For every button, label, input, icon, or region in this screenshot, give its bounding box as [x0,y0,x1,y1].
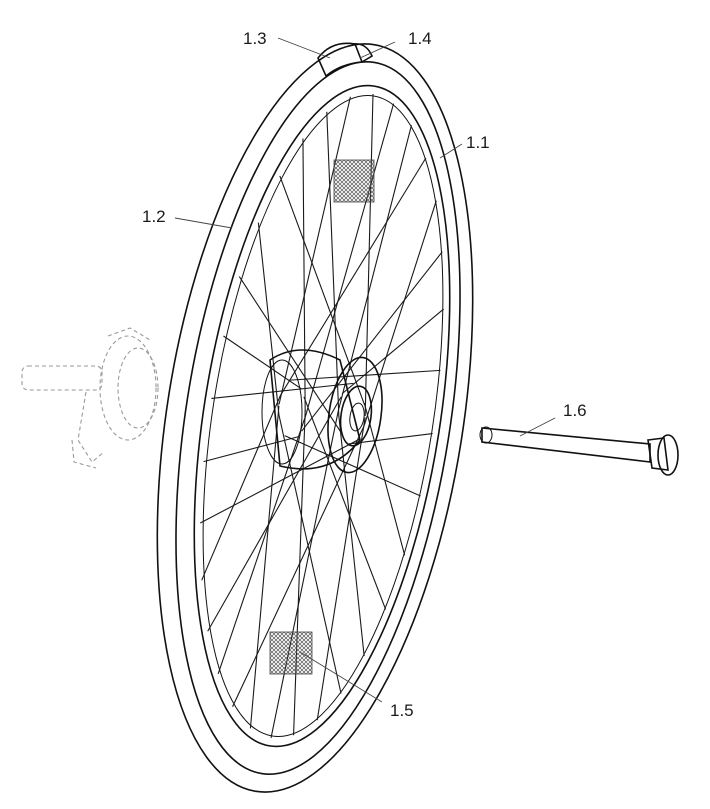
spoke [270,406,340,739]
axle-pin [479,426,679,476]
callout-1-3: 1.3 [243,29,267,48]
mounting-bracket-ghost [21,327,159,469]
spoke [364,94,374,417]
spoke [200,438,360,524]
spoke [217,418,306,675]
callout-1-6: 1.6 [563,401,587,420]
spokes [200,94,445,739]
callout-1-5: 1.5 [390,701,414,720]
spoke [207,396,342,632]
spoke [326,111,340,417]
spoke [279,157,427,396]
callout-1-2: 1.2 [142,207,166,226]
spoke [303,396,387,610]
spoke [279,175,366,406]
spoke [302,138,306,412]
reflector-bottom [269,631,313,675]
spoke [288,369,441,381]
spoke [341,308,445,395]
rim [193,84,451,748]
callout-1-1: 1.1 [466,133,490,152]
spoke [303,103,395,420]
leader-lines [174,37,556,703]
spoke [232,425,365,708]
spoke [257,222,280,416]
reflector-top [333,159,375,203]
callout-1-4: 1.4 [408,29,432,48]
spoke [223,335,302,390]
spoke [316,417,366,721]
hub [261,349,383,474]
spoke [278,415,342,694]
spoke [348,432,433,445]
spoke [201,395,281,581]
spoke [363,200,437,426]
spoke [278,96,351,405]
spoke [203,436,299,463]
spoke [284,435,421,497]
spoke [301,251,443,432]
callout-labels: 1.3 1.4 1.1 1.2 1.5 1.6 [142,29,587,720]
tire [156,43,474,793]
spoke [363,403,406,556]
valve-cap [317,42,374,78]
